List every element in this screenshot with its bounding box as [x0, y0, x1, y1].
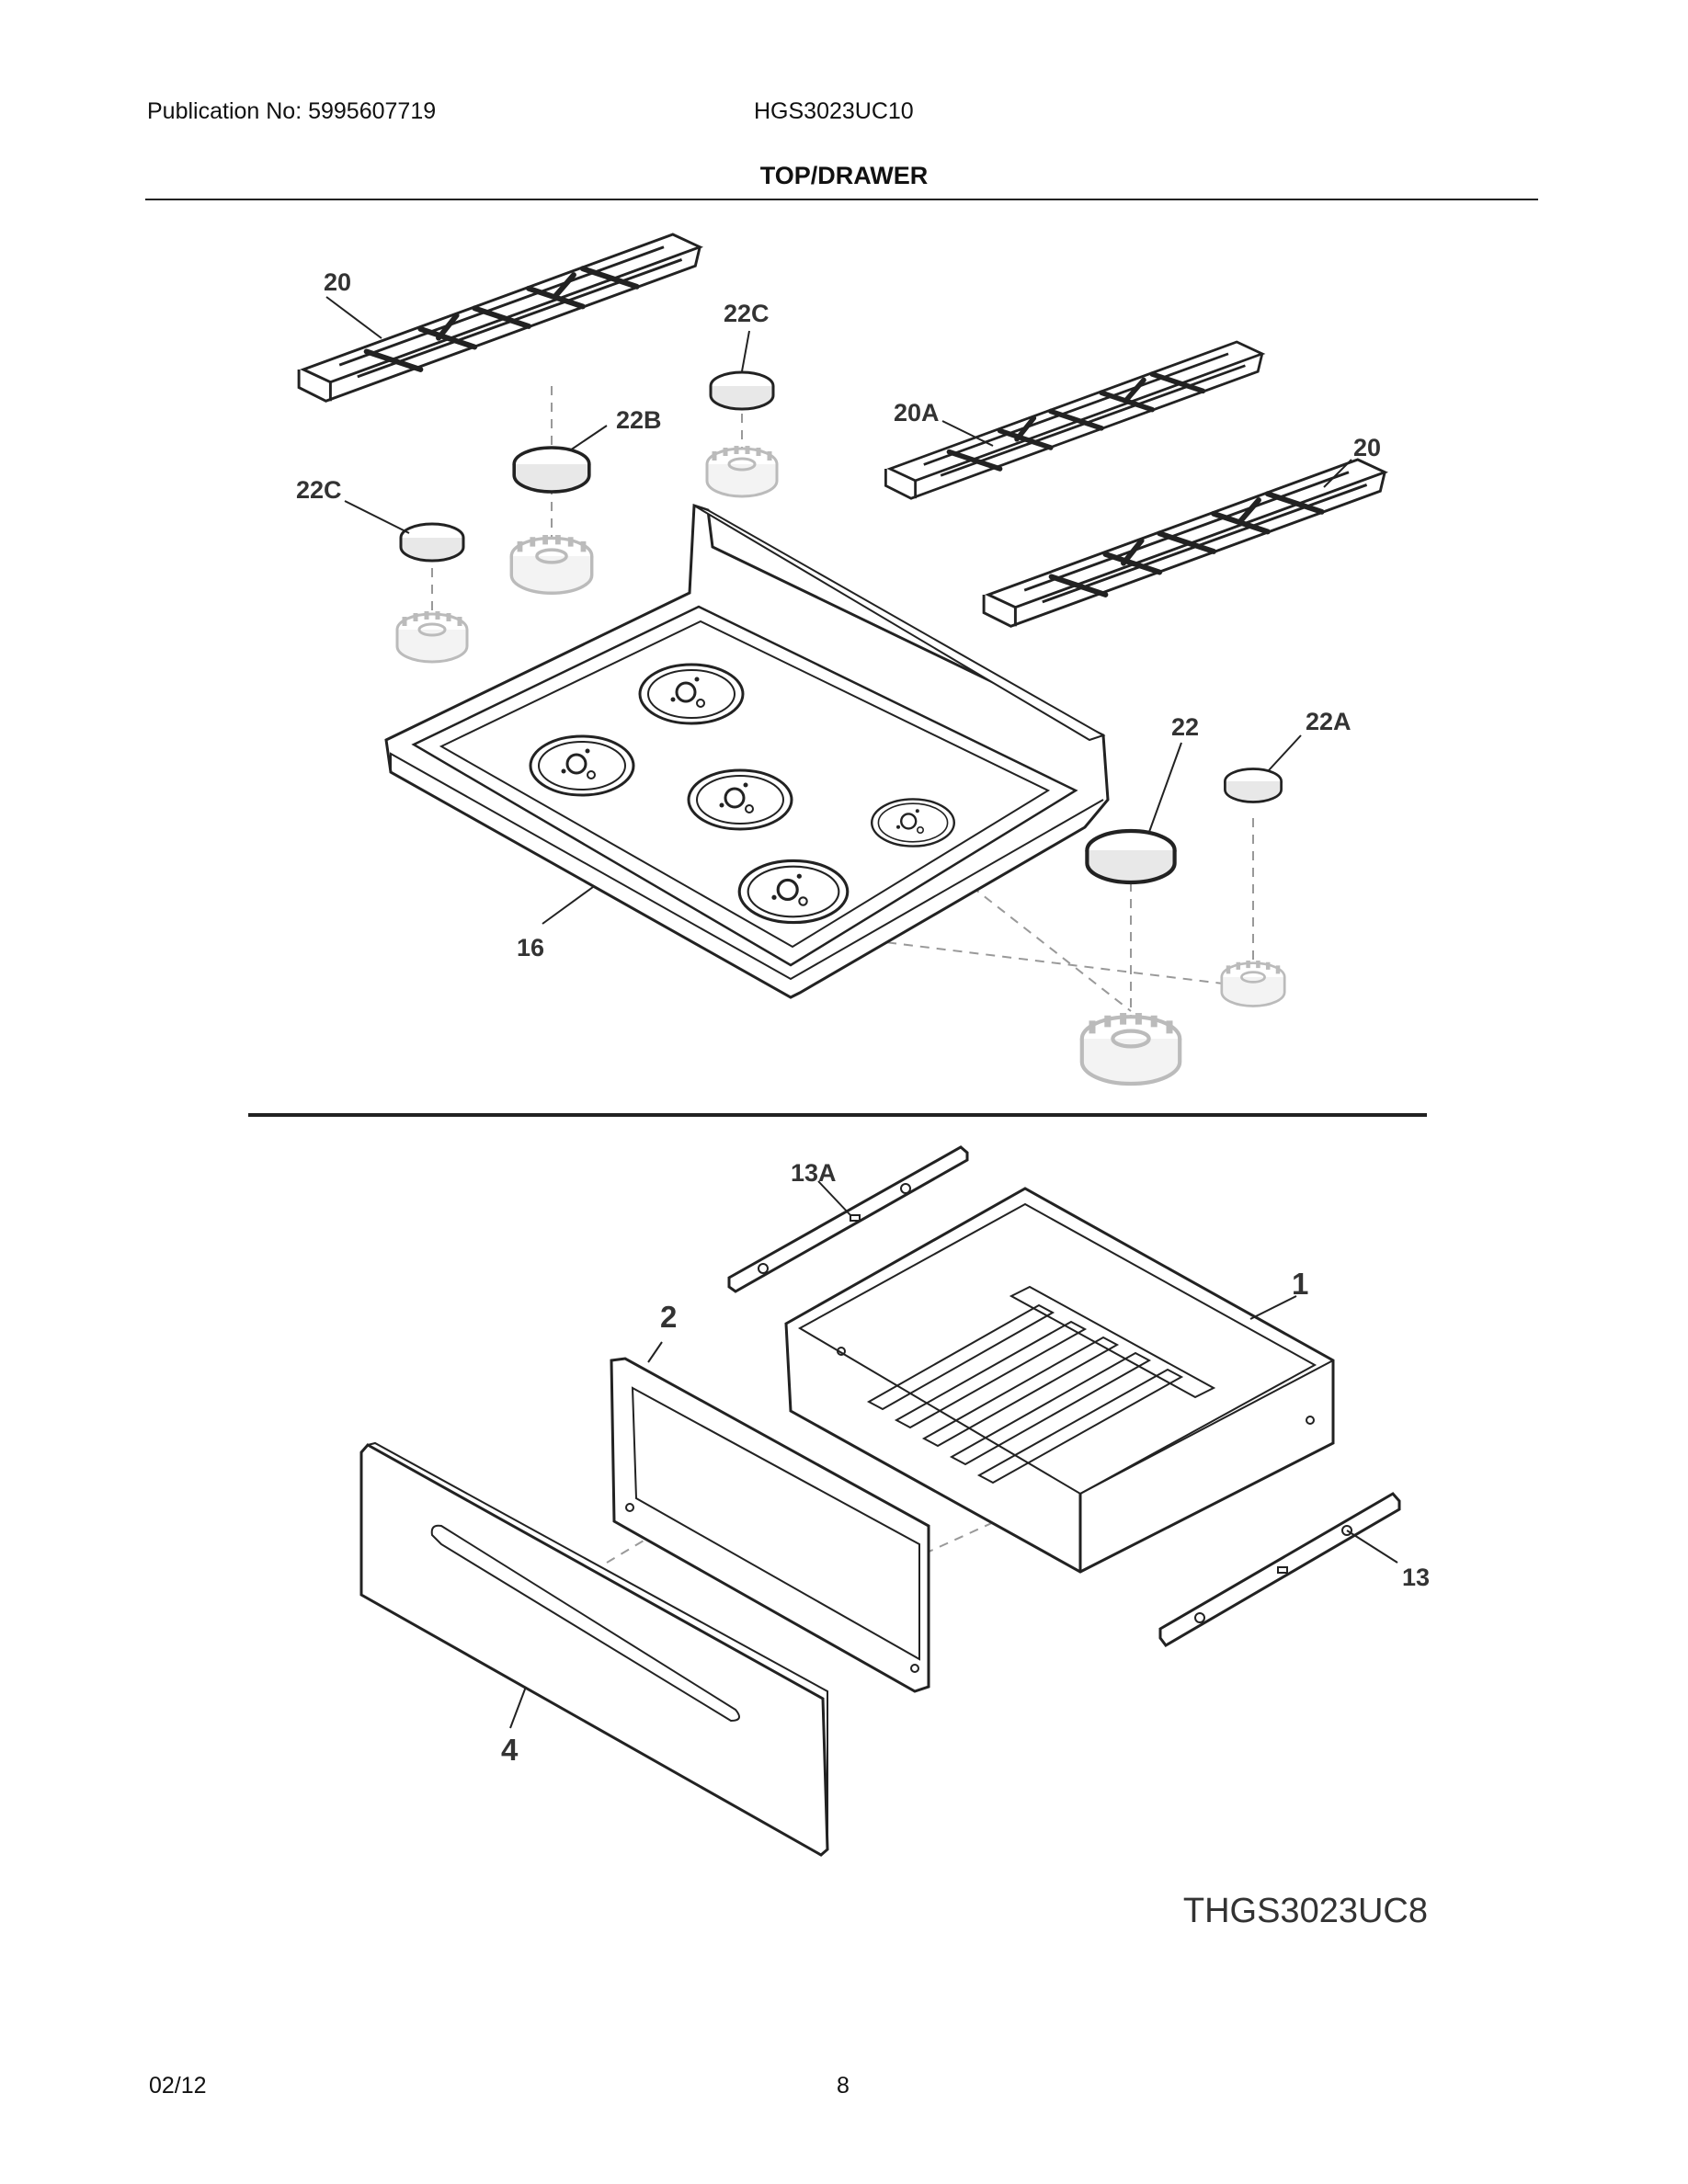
burner-base-medium: [511, 535, 591, 593]
burner-base-top: [707, 446, 777, 496]
page-title: TOP/DRAWER: [759, 162, 929, 189]
callout-22c-left: 22C: [296, 476, 342, 504]
drawer-front: [359, 1441, 829, 1857]
callout-16: 16: [517, 934, 544, 961]
footer-date: 02/12: [149, 2073, 207, 2099]
cap-22b: [512, 446, 591, 494]
cap-22a: [1224, 768, 1283, 803]
callout-20-right: 20: [1353, 434, 1381, 461]
grate-center: [885, 342, 1261, 498]
callout-22c-top: 22C: [724, 300, 770, 327]
cap-22: [1087, 831, 1174, 882]
cap-22c-left: [399, 522, 465, 563]
grate-right: [984, 460, 1385, 626]
callout-22: 22: [1171, 713, 1199, 741]
burner-base-right: [1222, 961, 1284, 1007]
burner-base-left: [397, 611, 467, 662]
rail-13a: [727, 1145, 969, 1293]
callout-2: 2: [660, 1300, 677, 1334]
diagram-reference: THGS3023UC8: [1182, 1892, 1428, 1930]
header-rule: [145, 199, 1538, 200]
callout-1: 1: [1292, 1267, 1308, 1301]
drawer-frame: [610, 1357, 930, 1693]
leader-lines-top: [325, 296, 1352, 925]
drawer-rail: [1158, 1492, 1401, 1647]
callout-13a: 13A: [791, 1159, 837, 1187]
model-number: HGS3023UC10: [754, 98, 914, 124]
callout-13: 13: [1402, 1564, 1430, 1591]
callout-4: 4: [501, 1733, 519, 1767]
callout-20a: 20A: [894, 399, 940, 427]
cap-22c-top: [709, 370, 775, 411]
callout-22b: 22B: [616, 406, 662, 434]
callout-20-left: 20: [324, 268, 351, 296]
page-number: 8: [837, 2073, 850, 2099]
drawer-body: [784, 1187, 1335, 1574]
burner-base-large: [1082, 1013, 1180, 1084]
cooktop: [384, 503, 1110, 999]
publication-number: Publication No: 5995607719: [147, 98, 437, 124]
callout-22a: 22A: [1306, 708, 1352, 735]
grate-left: [299, 234, 700, 401]
